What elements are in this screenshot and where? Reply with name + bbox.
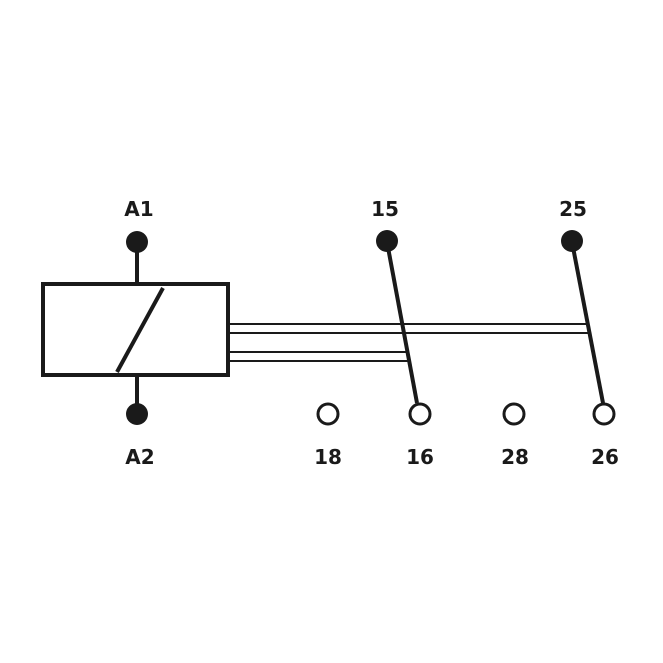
- label-28: 28: [501, 445, 529, 469]
- terminal-28-open: [502, 402, 526, 426]
- terminal-18-open: [316, 402, 340, 426]
- label-a1: A1: [124, 197, 154, 221]
- relay-coil-box: [41, 282, 230, 377]
- label-26: 26: [591, 445, 619, 469]
- terminal-26-open: [592, 402, 616, 426]
- terminal-a2-dot: [126, 403, 148, 425]
- terminal-16-open: [408, 402, 432, 426]
- label-15: 15: [371, 197, 399, 221]
- label-25: 25: [559, 197, 587, 221]
- switch-blade-2: [570, 241, 605, 404]
- label-18: 18: [314, 445, 342, 469]
- label-a2: A2: [125, 445, 155, 469]
- terminal-a1-dot: [126, 231, 148, 253]
- terminal-15-dot: [376, 230, 398, 252]
- terminal-25-dot: [561, 230, 583, 252]
- switch-blade-1: [385, 241, 419, 404]
- coil-diagonal: [115, 287, 165, 373]
- label-16: 16: [406, 445, 434, 469]
